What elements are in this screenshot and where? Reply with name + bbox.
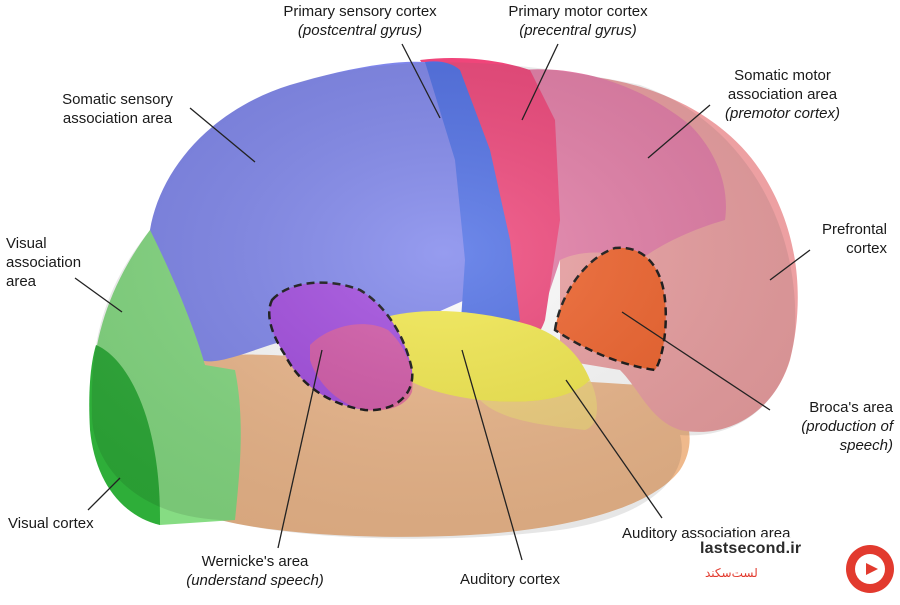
watermark-text-persian: لست‌سکند — [705, 566, 758, 580]
watermark-text: lastsecond.ir — [700, 540, 802, 557]
leader-primary-motor — [521, 43, 559, 121]
leader-auditory-assoc — [565, 379, 663, 519]
leader-wernickes — [277, 349, 323, 549]
leader-auditory-cortex — [461, 349, 523, 561]
brain-shading — [91, 62, 796, 539]
label-auditory-cortex: Auditory cortex — [459, 571, 561, 588]
watermark-logo — [696, 537, 900, 600]
label-brocas: Broca's area (production of speech) — [801, 399, 893, 454]
label-primary-sensory: Primary sensory cortex (postcentral gyru… — [283, 3, 437, 39]
leader-primary-sensory — [401, 43, 441, 119]
label-wernickes: Wernicke's area (understand speech) — [186, 553, 324, 589]
label-visual-assoc: Visual association area — [6, 235, 82, 290]
leader-prefrontal — [769, 249, 811, 281]
label-primary-motor: Primary motor cortex (precentral gyrus) — [508, 3, 648, 39]
leader-lines — [74, 43, 811, 561]
watermark-graphic — [696, 537, 900, 600]
label-visual-cortex: Visual cortex — [8, 515, 94, 532]
leader-somatic-sensory-assoc — [189, 107, 256, 163]
leader-somatic-motor-assoc — [647, 104, 711, 159]
leader-visual-assoc — [74, 277, 123, 313]
leader-visual-cortex — [87, 477, 121, 511]
label-prefrontal: Prefrontal cortex — [821, 221, 887, 257]
leader-brocas — [621, 311, 771, 411]
label-somatic-motor-assoc: Somatic motor association area (premotor… — [724, 67, 841, 122]
label-somatic-sensory-assoc: Somatic sensory association area — [62, 91, 173, 127]
